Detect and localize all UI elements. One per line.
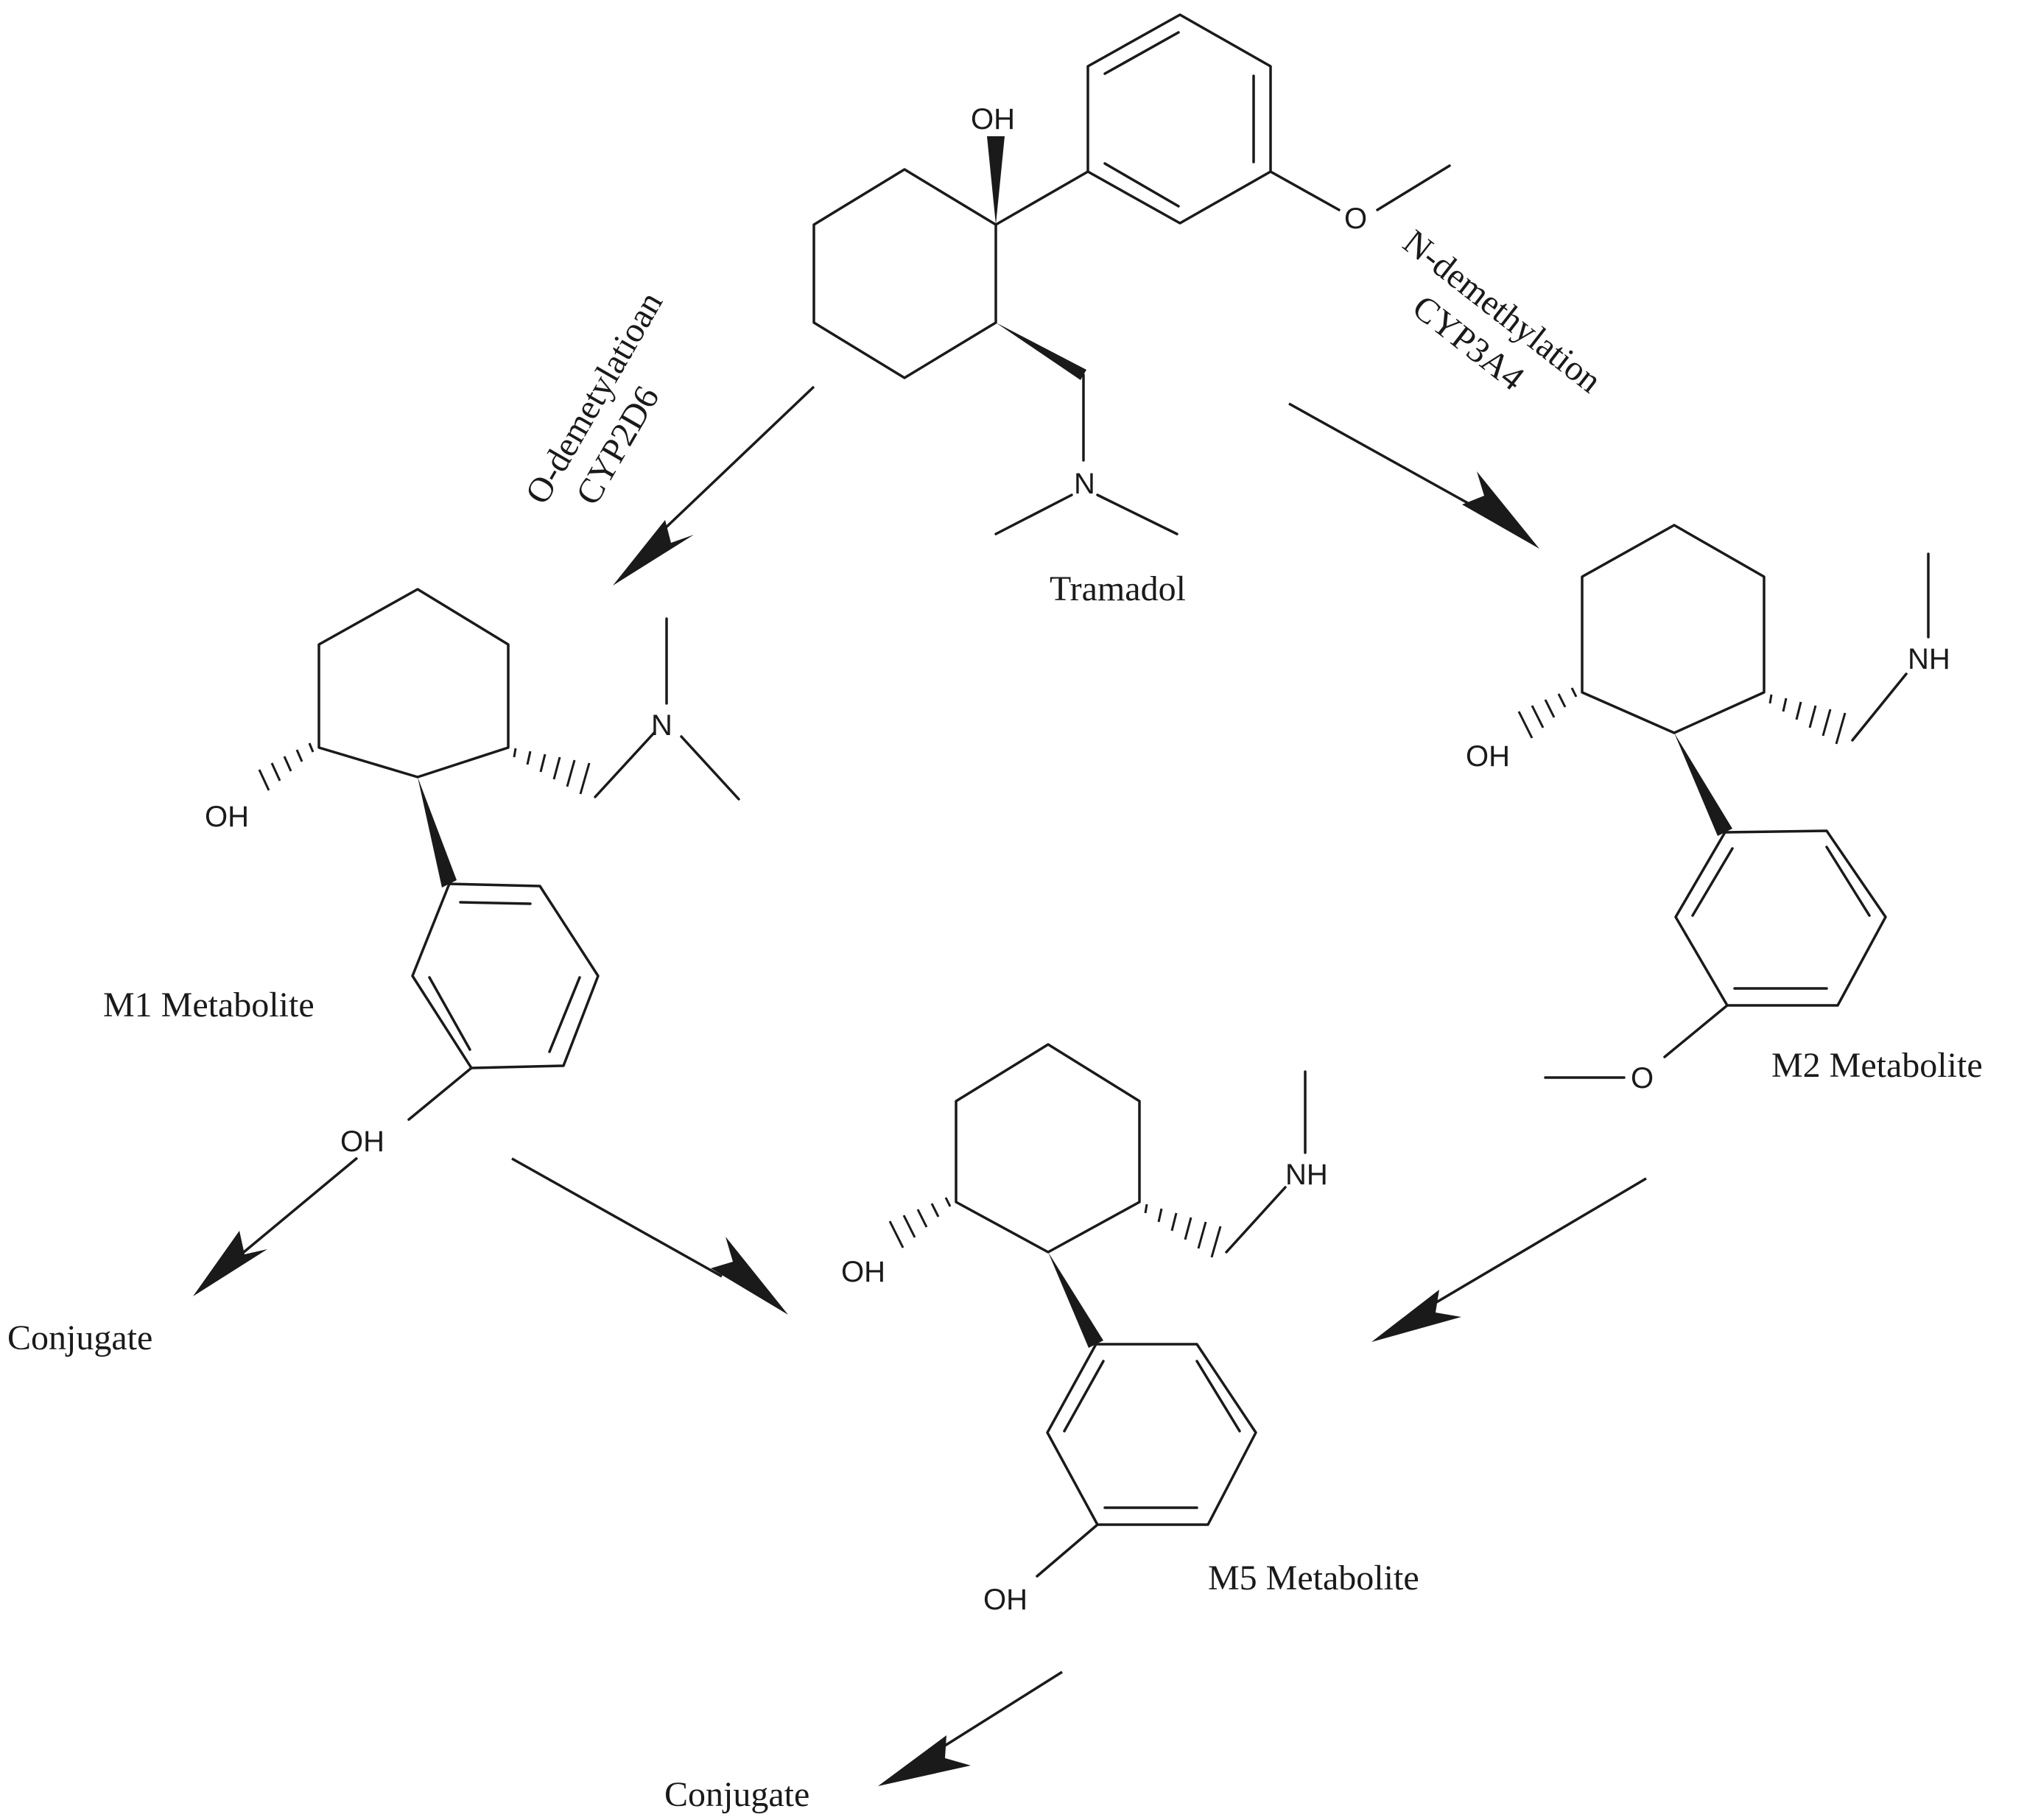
arrow-m2-to-m5 xyxy=(1371,1177,1647,1342)
m1-ch2-n-bond xyxy=(594,731,656,798)
m1-aromatic-ring xyxy=(411,882,600,1069)
m1-phenol-bond xyxy=(407,1067,473,1121)
m2-methoxy-o-label: O xyxy=(1631,1062,1654,1095)
m1-double-bond xyxy=(428,976,471,1051)
m2-cyclohexane-ring xyxy=(1581,524,1766,734)
tramadol-aryl-bond xyxy=(994,170,1089,226)
m1-label: M1 Metabolite xyxy=(103,985,315,1025)
m2-oh-hash xyxy=(1517,687,1578,739)
arrow-tramadol-to-m2 xyxy=(1288,402,1539,549)
m2-nh-label: NH xyxy=(1908,643,1950,675)
tramadol-methoxy-o-label: O xyxy=(1344,203,1367,235)
arrow-m5-to-conjugate xyxy=(878,1670,1063,1786)
arrow-tramadol-to-m1 xyxy=(613,385,815,586)
m2-ch2-hash xyxy=(1768,694,1847,745)
m5-phenol-oh-label: OH xyxy=(983,1584,1027,1616)
tramadol-methoxy-bond xyxy=(1269,170,1341,211)
tramadol-oh-label: OH xyxy=(971,103,1015,136)
m1-phenol-oh-label: OH xyxy=(340,1125,384,1158)
m5-oh-hash xyxy=(888,1197,952,1248)
n-demethylation-label-group: N-demethylation CYP3A4 xyxy=(1396,222,1609,401)
m2-label: M2 Metabolite xyxy=(1771,1046,1983,1085)
tramadol-n-methyl-bond xyxy=(994,493,1073,535)
tramadol-aromatic-ring xyxy=(1086,13,1272,225)
tramadol-n-methyl-bond xyxy=(1096,493,1178,535)
m5-aromatic-ring xyxy=(1046,1343,1257,1526)
m2-double-bond xyxy=(1691,847,1734,917)
arrow-m1-to-conjugate xyxy=(193,1156,359,1296)
m1-n-label: N xyxy=(651,709,672,742)
tramadol-ch2-wedge xyxy=(996,323,1086,380)
m1-ch2-hash xyxy=(513,748,591,795)
m1-n-methyl-bond xyxy=(680,735,740,801)
m5-ch2-hash xyxy=(1144,1204,1222,1258)
m2-double-bond xyxy=(1825,846,1871,917)
m2-aromatic-ring xyxy=(1674,829,1887,1007)
tramadol-cyclohexane-ring xyxy=(812,168,997,379)
tramadol-label: Tramadol xyxy=(1050,569,1186,608)
tramadol-n-label: N xyxy=(1074,468,1095,500)
m1-oh-label: OH xyxy=(205,801,249,833)
m5-aryl-wedge xyxy=(1048,1252,1103,1348)
m1-conjugate-label: Conjugate xyxy=(7,1318,152,1357)
m5-structure: OH NH OH M5 Metabolite xyxy=(841,1043,1419,1616)
m5-nh-label: NH xyxy=(1285,1159,1328,1191)
m1-double-bond xyxy=(548,976,581,1053)
m1-cyclohexane-ring xyxy=(317,588,510,779)
m5-double-bond xyxy=(1063,1360,1105,1433)
m2-aryl-wedge xyxy=(1674,733,1732,836)
m2-ch2-nh-bond xyxy=(1851,672,1908,742)
m5-ch2-nh-bond xyxy=(1225,1186,1287,1254)
o-demethylation-label-group: O-demetylatioan CYP2D6 xyxy=(518,285,670,511)
tramadol-double-bond xyxy=(1103,31,1180,75)
m5-cyclohexane-ring xyxy=(955,1043,1141,1254)
m5-conjugate-label: Conjugate xyxy=(664,1775,809,1814)
m2-structure: OH NH O M2 Metabolite xyxy=(1466,524,1983,1095)
m1-oh-hash xyxy=(258,742,315,791)
m1-structure: OH N OH M1 Metabolite xyxy=(103,588,740,1158)
m2-methoxy-bond xyxy=(1663,1004,1729,1058)
tramadol-oh-wedge xyxy=(987,136,1005,225)
m1-double-bond xyxy=(459,901,532,905)
m5-phenol-bond xyxy=(1036,1523,1099,1578)
m5-oh-label: OH xyxy=(841,1256,885,1288)
m5-double-bond xyxy=(1195,1360,1241,1433)
m1-aryl-wedge xyxy=(418,777,457,888)
arrow-m1-to-m5 xyxy=(511,1157,788,1315)
tramadol-structure: OH O N Tramadol xyxy=(812,13,1451,608)
tramadol-double-bond xyxy=(1103,162,1180,208)
m2-oh-label: OH xyxy=(1466,740,1510,773)
m5-label: M5 Metabolite xyxy=(1208,1559,1419,1598)
tramadol-methyl-bond xyxy=(1376,164,1451,211)
